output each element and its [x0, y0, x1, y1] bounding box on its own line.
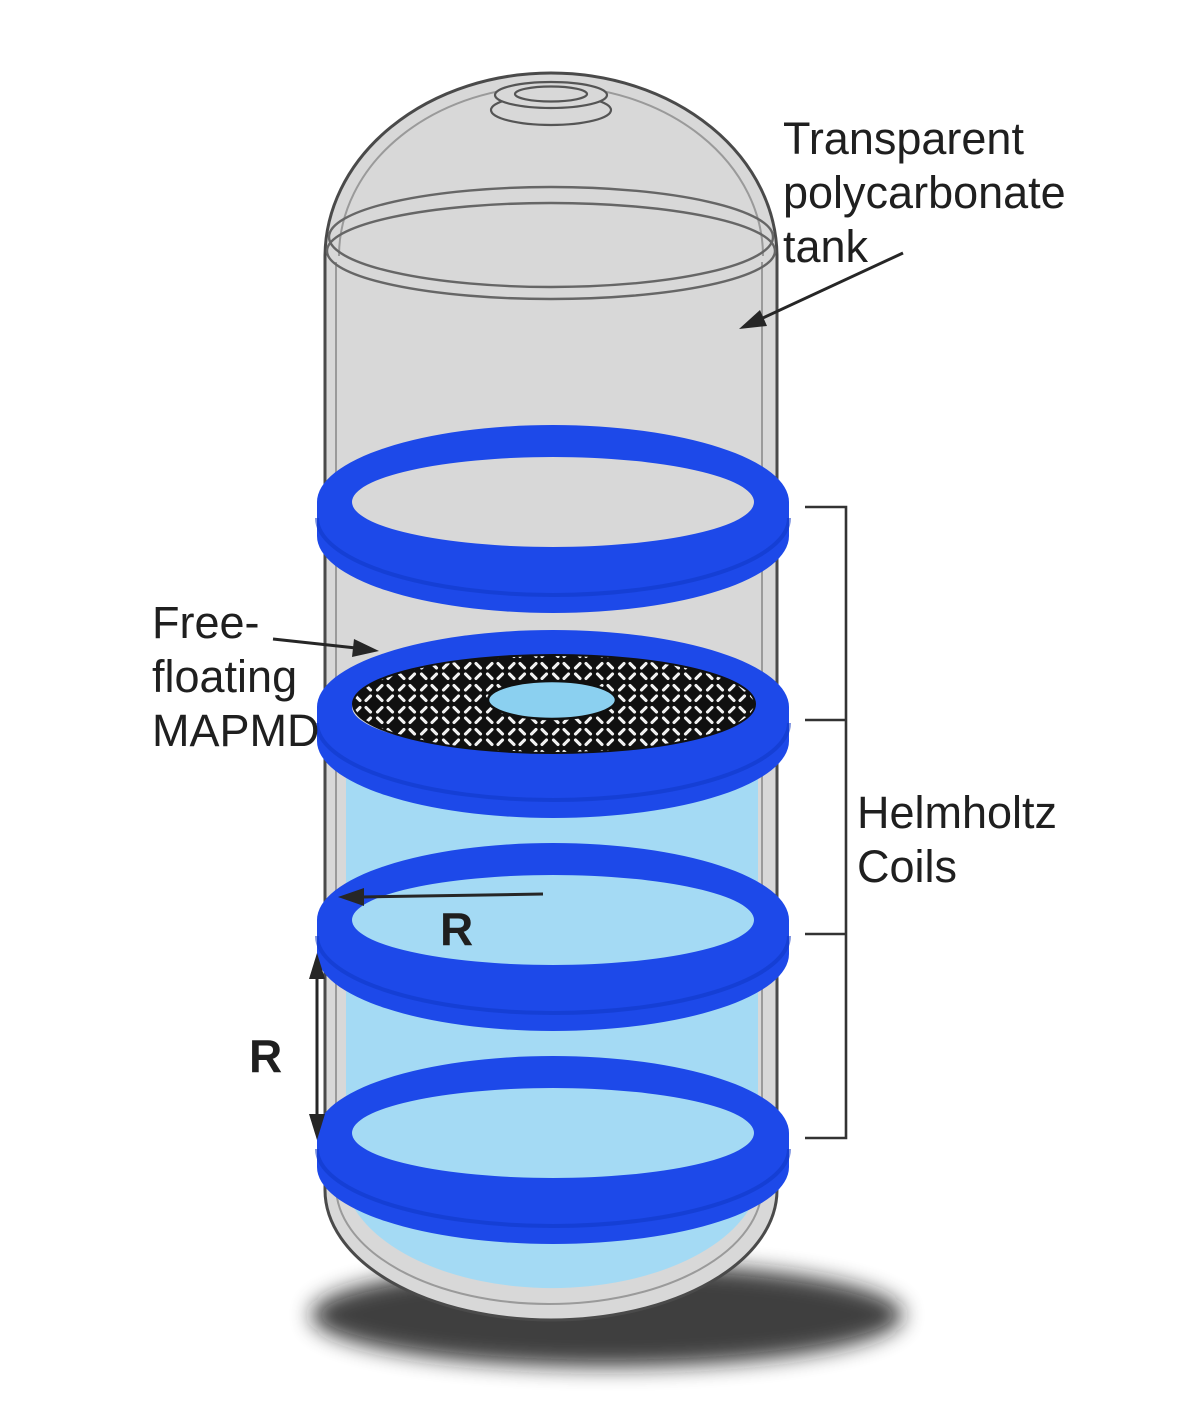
helmholtz-coil-3	[315, 843, 791, 1031]
mapmd-center-hole	[486, 679, 618, 721]
coil-shade-line	[315, 935, 791, 1015]
mapmd-label-arrow	[272, 637, 379, 657]
coil-shade-line	[315, 517, 791, 597]
mapmd-label-line: Free-	[152, 597, 260, 648]
tank-dome-rim	[325, 185, 777, 301]
tank-label-line: Transparent	[783, 113, 1024, 164]
radius-label-vertical: R	[249, 1030, 283, 1082]
tank-label-arrow	[739, 251, 904, 329]
tank-label-line: polycarbonate	[783, 167, 1066, 218]
helmholtz-coils-label: Helmholtz Coils	[857, 786, 1057, 894]
helmholtz-coil-2	[315, 630, 791, 818]
coil-shade-line	[315, 1148, 791, 1228]
coil-shade-line	[315, 722, 791, 802]
radius-label-horizontal: R	[440, 903, 474, 955]
mapmd-label: Free- floating MAPMD	[152, 596, 320, 758]
helmholtz-coil-4	[315, 1056, 791, 1244]
mapmd-label-line: MAPMD	[152, 705, 320, 756]
helmholtz-coils-label-line: Coils	[857, 841, 958, 892]
tank-label-line: tank	[783, 221, 869, 272]
mapmd-disc	[352, 654, 756, 754]
mapmd-label-line: floating	[152, 651, 298, 702]
radius-arrow-horizontal	[338, 888, 544, 906]
tank-label: Transparent polycarbonate tank	[783, 112, 1066, 274]
tank-neck	[489, 80, 613, 127]
annotation-arrows	[272, 251, 904, 1140]
radius-arrow-vertical	[309, 953, 325, 1140]
helmholtz-coil-1	[315, 425, 791, 613]
coil-bracket	[805, 505, 848, 1140]
helmholtz-coils-label-line: Helmholtz	[857, 787, 1058, 838]
